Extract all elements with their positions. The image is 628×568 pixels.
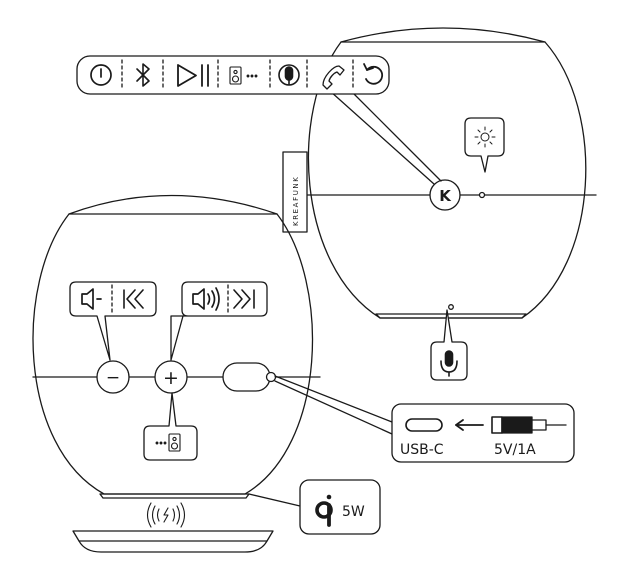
- play-pause-icon[interactable]: [177, 64, 209, 87]
- usb-c-port-icon: [405, 418, 443, 432]
- mic-callout-frame: [430, 309, 468, 381]
- right-group-frame: [170, 281, 268, 361]
- brand-name: KREAFUNK: [292, 176, 300, 226]
- reset-icon[interactable]: [363, 63, 384, 85]
- brand-label-frame: [282, 151, 308, 233]
- left-group-frame: [69, 281, 157, 361]
- front-speaker-top-cap: [68, 194, 278, 215]
- back-speaker-base: [375, 313, 527, 319]
- charging-panel: [299, 479, 381, 535]
- pair-callout-frame: [143, 392, 198, 461]
- mic-hole: [448, 304, 454, 310]
- speaker-link-icon[interactable]: [229, 66, 258, 85]
- microphone-icon[interactable]: [278, 64, 300, 86]
- callout-port-to-usb: [274, 375, 393, 435]
- charging-panel-frame: [299, 479, 381, 535]
- power-icon[interactable]: [90, 64, 112, 86]
- callout-base-to-qi: [248, 493, 301, 507]
- pair-indicator: [143, 392, 198, 461]
- light-callout: [464, 117, 505, 173]
- mic-callout: [430, 309, 468, 381]
- callout-phone-to-logo: [329, 87, 442, 185]
- volume-plus-symbol: +: [163, 367, 179, 389]
- speaker-link-icon[interactable]: [155, 433, 181, 452]
- arrow-left-icon: [455, 419, 484, 431]
- back-speaker: K: [298, 27, 597, 319]
- usb-port-cover[interactable]: [222, 362, 271, 392]
- front-speaker-base: [99, 493, 250, 499]
- controls-strip-frame: [76, 55, 390, 95]
- phone-icon[interactable]: [322, 65, 345, 90]
- strip-dividers: [121, 59, 354, 91]
- led-dot: [478, 191, 486, 199]
- left-button-group: [69, 281, 157, 361]
- power-rating-label: 5V/1A: [494, 442, 536, 458]
- wireless-charging-icon: [146, 502, 186, 528]
- usb-c-cable-icon: [491, 416, 567, 434]
- volume-minus-button[interactable]: [96, 360, 130, 394]
- qi-logo: [315, 494, 333, 527]
- light-indicator-icon: [474, 126, 496, 148]
- volume-plus-button[interactable]: [154, 360, 188, 394]
- right-button-group: [170, 281, 268, 361]
- bluetooth-icon[interactable]: [136, 63, 150, 87]
- logo-button[interactable]: [429, 179, 461, 211]
- charging-pad: [72, 502, 274, 553]
- volume-down-icon[interactable]: [81, 288, 102, 310]
- previous-track-icon[interactable]: [123, 289, 144, 309]
- front-speaker: − +: [32, 194, 321, 499]
- next-track-icon[interactable]: [233, 289, 255, 309]
- brand-tab: KREAFUNK: [282, 151, 308, 233]
- port-indicator: [265, 371, 277, 383]
- usb-c-label: USB-C: [400, 442, 444, 458]
- logo-letter: K: [439, 187, 452, 205]
- microphone-icon: [440, 350, 458, 377]
- volume-up-icon[interactable]: [192, 287, 220, 311]
- qi-power-label: 5W: [342, 504, 365, 520]
- volume-minus-symbol: −: [106, 368, 120, 388]
- controls-strip: [76, 55, 390, 95]
- back-speaker-top-cap: [340, 27, 546, 43]
- rear-panel: [391, 403, 575, 463]
